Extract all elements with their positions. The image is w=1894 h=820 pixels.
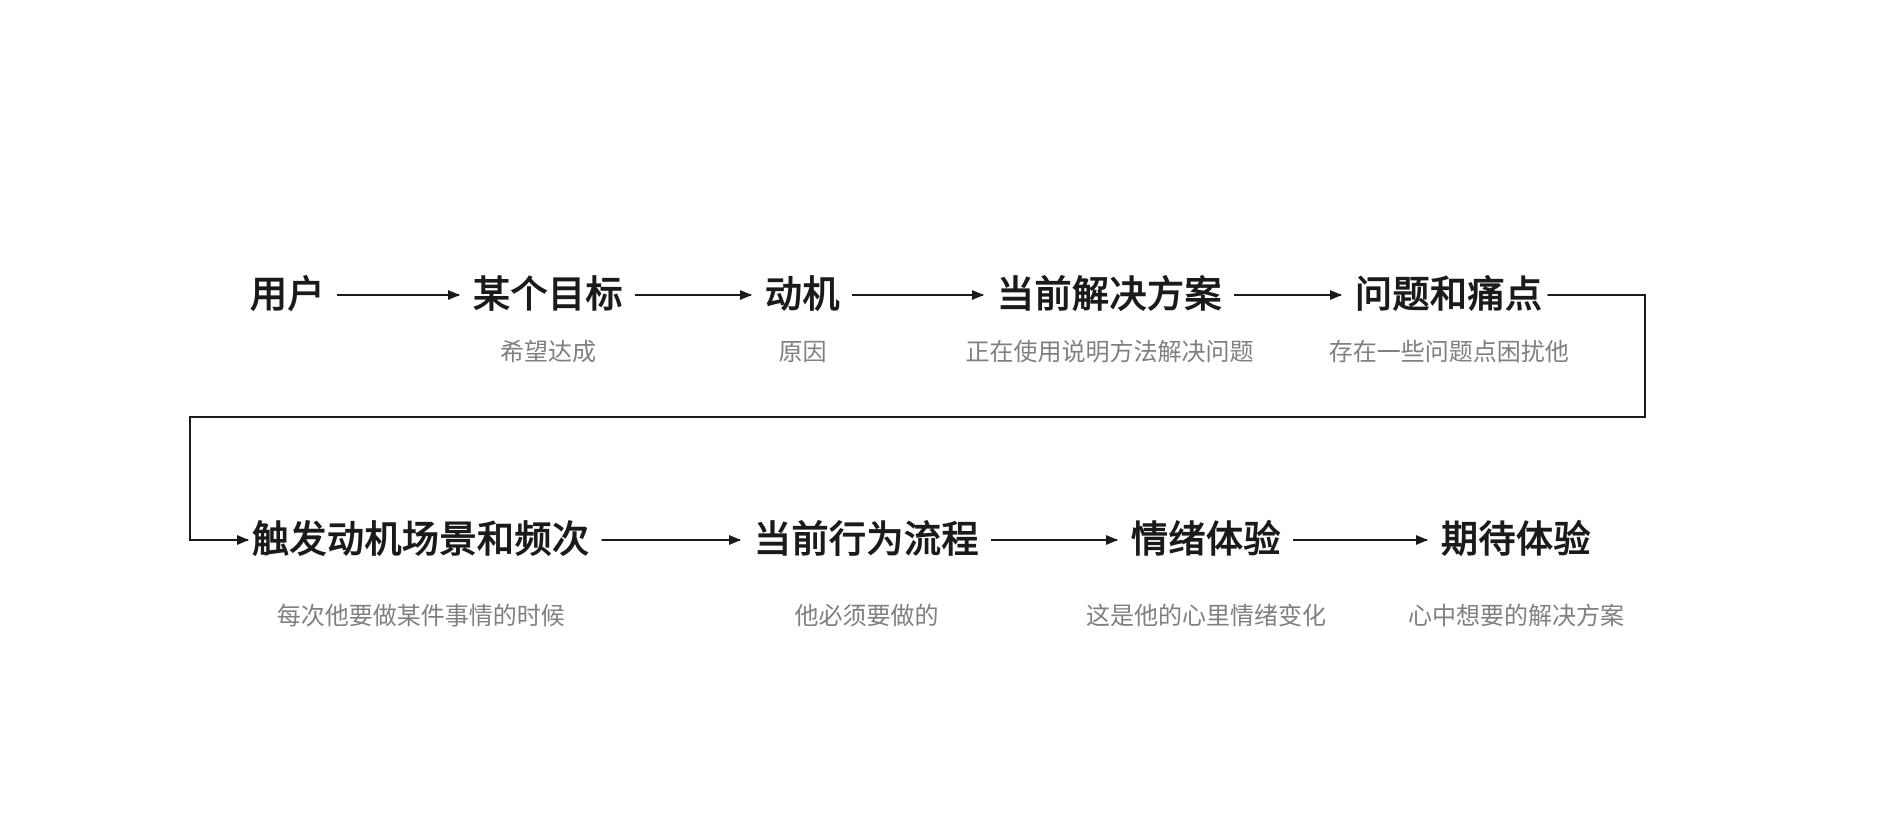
node-current-solution-sublabel: 正在使用说明方法解决问题 <box>965 339 1254 366</box>
node-emotional-experience-sublabel: 这是他的心里情绪变化 <box>1086 603 1326 630</box>
node-current-solution-label: 当前解决方案 <box>997 274 1222 315</box>
node-current-behavior-flow[interactable]: 当前行为流程 他必须要做的 <box>754 518 979 630</box>
node-goal-label: 某个目标 <box>473 274 623 315</box>
node-goal[interactable]: 某个目标 希望达成 <box>473 273 623 366</box>
node-trigger-scenario-frequency-label: 触发动机场景和频次 <box>252 519 590 560</box>
node-expected-experience-label: 期待体验 <box>1441 519 1591 560</box>
node-motivation-sublabel: 原因 <box>778 339 827 366</box>
node-emotional-experience[interactable]: 情绪体验 这是他的心里情绪变化 <box>1086 518 1326 630</box>
node-goal-sublabel: 希望达成 <box>500 339 596 366</box>
node-trigger-scenario-frequency[interactable]: 触发动机场景和频次 每次他要做某件事情的时候 <box>252 518 590 630</box>
node-pain-points-label: 问题和痛点 <box>1355 274 1543 315</box>
node-trigger-scenario-frequency-sublabel: 每次他要做某件事情的时候 <box>276 603 565 630</box>
flow-arrow <box>189 294 1646 545</box>
node-current-behavior-flow-label: 当前行为流程 <box>754 519 979 560</box>
node-pain-points[interactable]: 问题和痛点 存在一些问题点困扰他 <box>1329 273 1569 366</box>
node-motivation[interactable]: 动机 原因 <box>765 273 840 366</box>
node-current-solution[interactable]: 当前解决方案 正在使用说明方法解决问题 <box>966 273 1254 366</box>
node-expected-experience[interactable]: 期待体验 心中想要的解决方案 <box>1408 518 1624 630</box>
node-user-label: 用户 <box>250 274 325 315</box>
node-emotional-experience-label: 情绪体验 <box>1131 519 1281 560</box>
node-user[interactable]: 用户 <box>250 273 325 317</box>
node-expected-experience-sublabel: 心中想要的解决方案 <box>1408 603 1624 630</box>
node-motivation-label: 动机 <box>765 274 840 315</box>
node-pain-points-sublabel: 存在一些问题点困扰他 <box>1328 339 1569 366</box>
node-current-behavior-flow-sublabel: 他必须要做的 <box>794 603 939 630</box>
